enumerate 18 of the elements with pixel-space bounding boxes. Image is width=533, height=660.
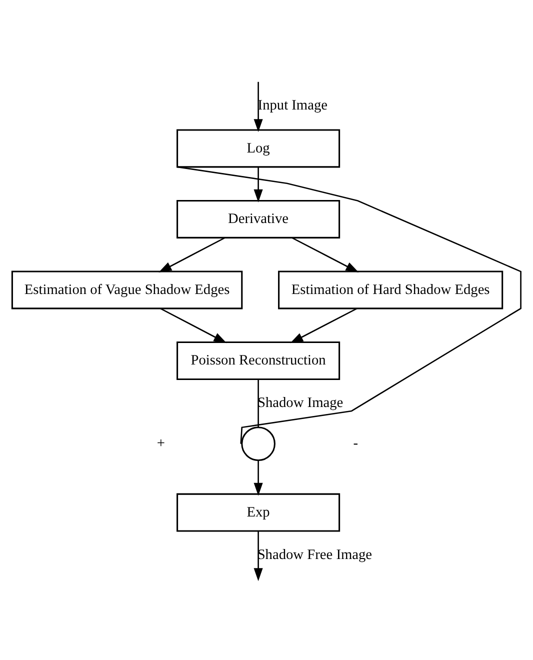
connector: [177, 166, 522, 444]
node-box: Exp: [176, 492, 340, 532]
node-box: Poisson Reconstruction: [176, 341, 340, 380]
node-box: Derivative: [176, 200, 340, 238]
arrow: [158, 236, 226, 272]
label: -: [353, 435, 358, 452]
node-box: Estimation of Vague Shadow Edges: [11, 270, 243, 309]
arrow: [254, 81, 263, 132]
arrow: [160, 307, 227, 343]
node-circle: [241, 426, 276, 460]
node-box: Log: [176, 128, 340, 168]
arrow: [254, 530, 263, 581]
arrow: [290, 307, 358, 343]
arrow: [254, 166, 263, 202]
arrow: [292, 236, 359, 272]
node-box: Estimation of Hard Shadow Edges: [278, 270, 504, 309]
label: +: [156, 435, 165, 452]
arrow: [254, 460, 263, 496]
